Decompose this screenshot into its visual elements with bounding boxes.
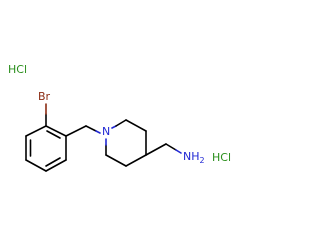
bond-c5-c6 <box>105 154 127 167</box>
bond-c3-c4 <box>25 159 47 172</box>
amine-label: NH2 <box>183 150 205 165</box>
piperidine-ring <box>105 119 147 167</box>
aromatic-double-bond-2 <box>45 157 61 167</box>
bond-c4-ch2 <box>145 143 167 156</box>
bond-c2-c3 <box>125 119 147 132</box>
bond-ch2-nh2-blue <box>175 149 182 154</box>
chemical-structure-diagram: HCl HCl Br N NH2 <box>8 63 231 172</box>
bond-ch2-nh2-black <box>165 143 177 151</box>
hcl-label-right: HCl <box>212 151 231 164</box>
bond-ch2-n-black <box>85 125 97 132</box>
bond-ch2-n-blue <box>95 130 101 134</box>
amine-nh-text: NH <box>183 150 200 163</box>
bond-c4-c5 <box>125 154 147 167</box>
bromine-atom-label: Br <box>38 90 51 103</box>
aromatic-double-bond-3 <box>46 130 61 139</box>
bond-c1-c2 <box>25 125 47 137</box>
amine-subscript: 2 <box>200 156 205 165</box>
hcl-label-left: HCl <box>8 63 27 76</box>
benzene-ring <box>25 125 67 172</box>
bond-n-c2 <box>115 119 127 127</box>
ring-nitrogen-label: N <box>102 125 110 138</box>
bond-aryl-ch2 <box>65 125 87 137</box>
bond-c4-c5 <box>45 159 67 172</box>
bond-c6-c1 <box>45 125 67 137</box>
